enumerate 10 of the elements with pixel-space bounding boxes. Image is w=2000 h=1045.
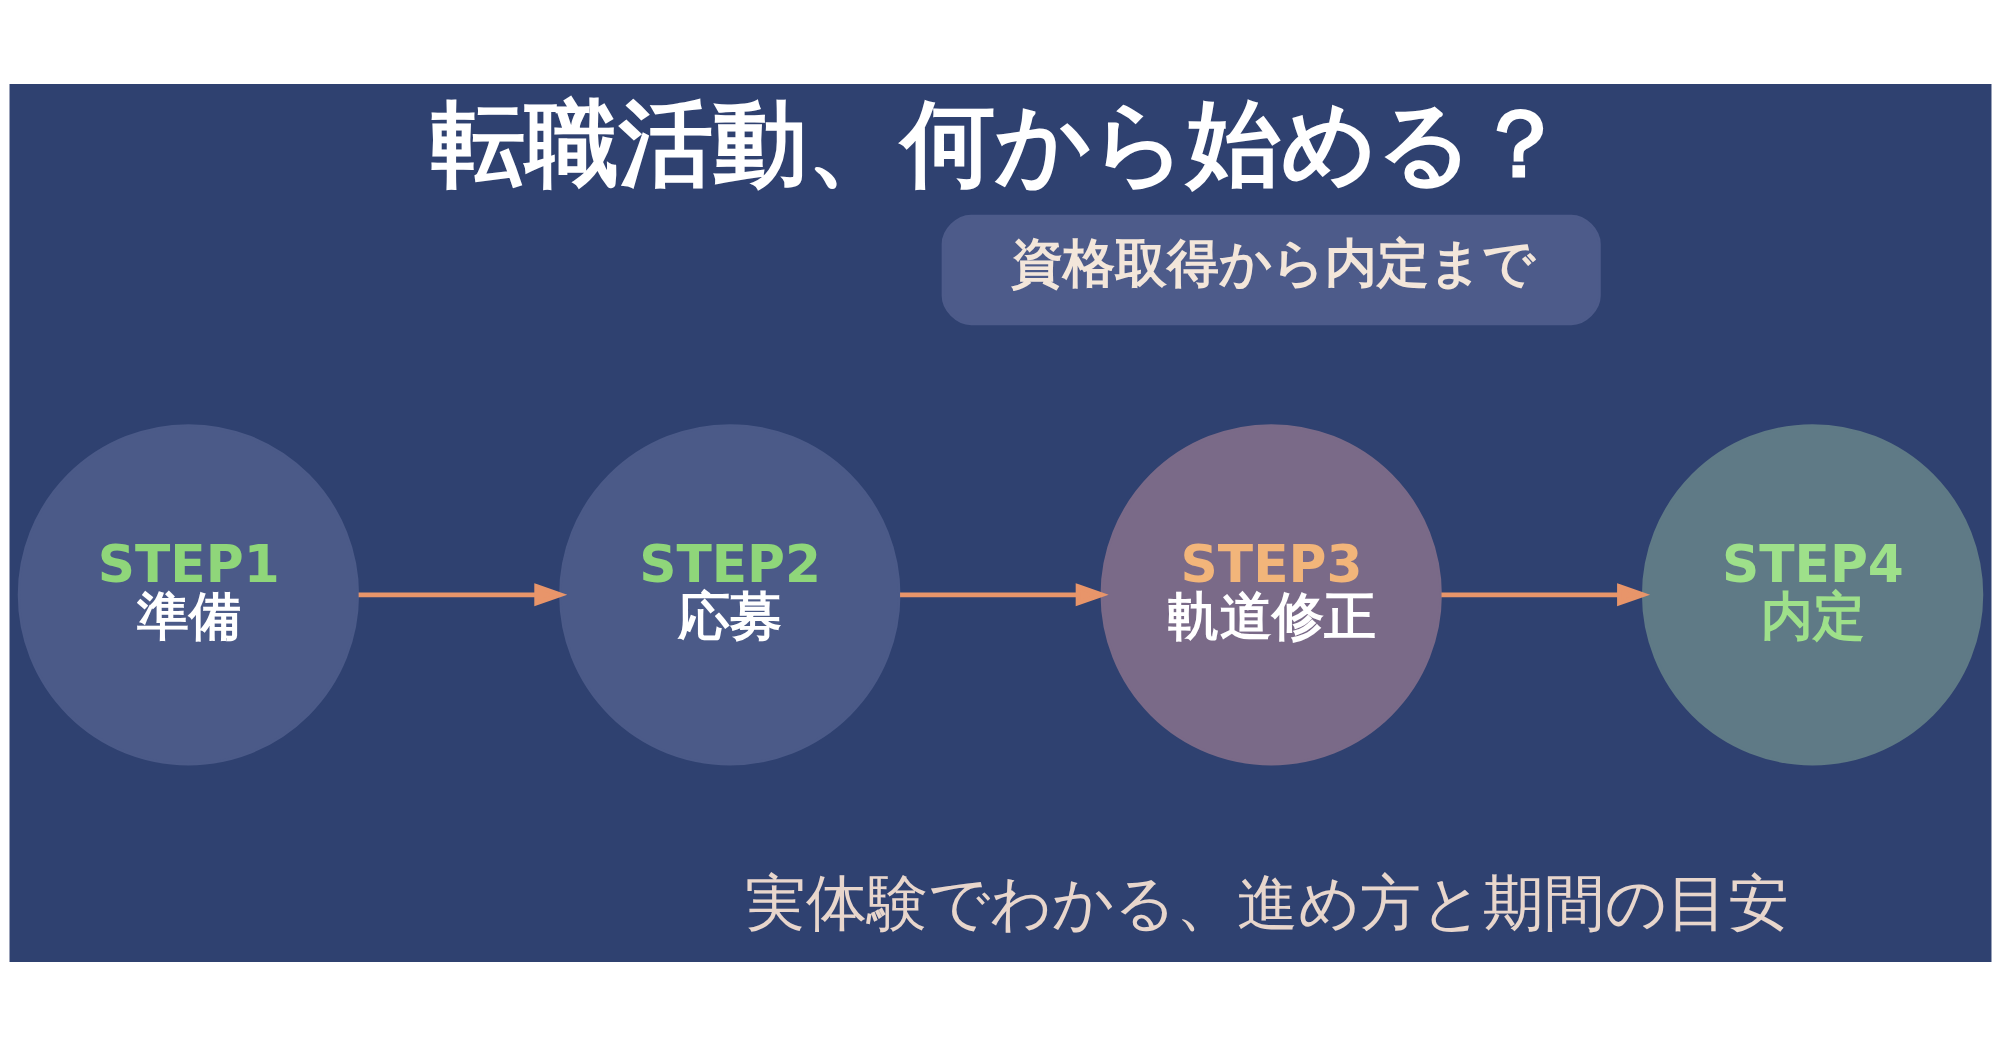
arrow (1440, 582, 1650, 606)
label: 資格取得から内定まで (1010, 232, 1535, 293)
label: 実体験でわかる、進め方と期間の目安 (744, 866, 1789, 938)
node-circle: STEP1 準備 (17, 423, 359, 765)
diagram-title: 転職活動、何から始める？ (430, 88, 1567, 198)
arrow (899, 582, 1109, 606)
node-circle: STEP4 内定 (1641, 423, 1983, 765)
node-circle: STEP3 軌道修正 (1100, 423, 1442, 765)
arrow (358, 582, 567, 606)
node-circle: STEP2 応募 (558, 423, 900, 765)
